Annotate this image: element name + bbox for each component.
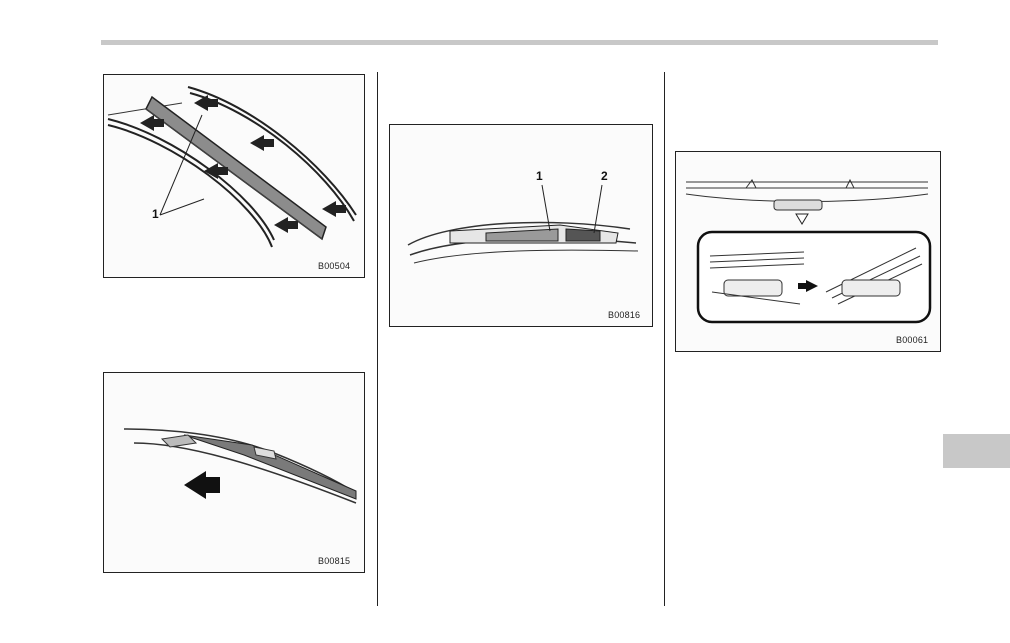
figure-code: B00504 bbox=[318, 261, 350, 271]
section-thumb-tab bbox=[943, 434, 1010, 468]
wiper-rubber-illustration bbox=[104, 75, 364, 277]
callout-1: 1 bbox=[536, 169, 543, 183]
callout-1: 1 bbox=[152, 207, 159, 221]
figure-code: B00816 bbox=[608, 310, 640, 320]
rear-wiper-illustration bbox=[676, 152, 940, 351]
figure-rear-wiper-arm: B00061 bbox=[675, 151, 941, 352]
column-divider-left bbox=[377, 72, 378, 606]
figure-wiper-blade-slide: B00815 bbox=[103, 372, 365, 573]
wiper-clip-illustration bbox=[390, 125, 652, 326]
header-rule bbox=[101, 40, 938, 45]
column-divider-right bbox=[664, 72, 665, 606]
figure-wiper-blade-insert: 1 B00504 bbox=[103, 74, 365, 278]
figure-wiper-blade-clip: 1 2 B00816 bbox=[389, 124, 653, 327]
figure-code: B00815 bbox=[318, 556, 350, 566]
figure-code: B00061 bbox=[896, 335, 928, 345]
wiper-slide-illustration bbox=[104, 373, 364, 572]
callout-2: 2 bbox=[601, 169, 608, 183]
